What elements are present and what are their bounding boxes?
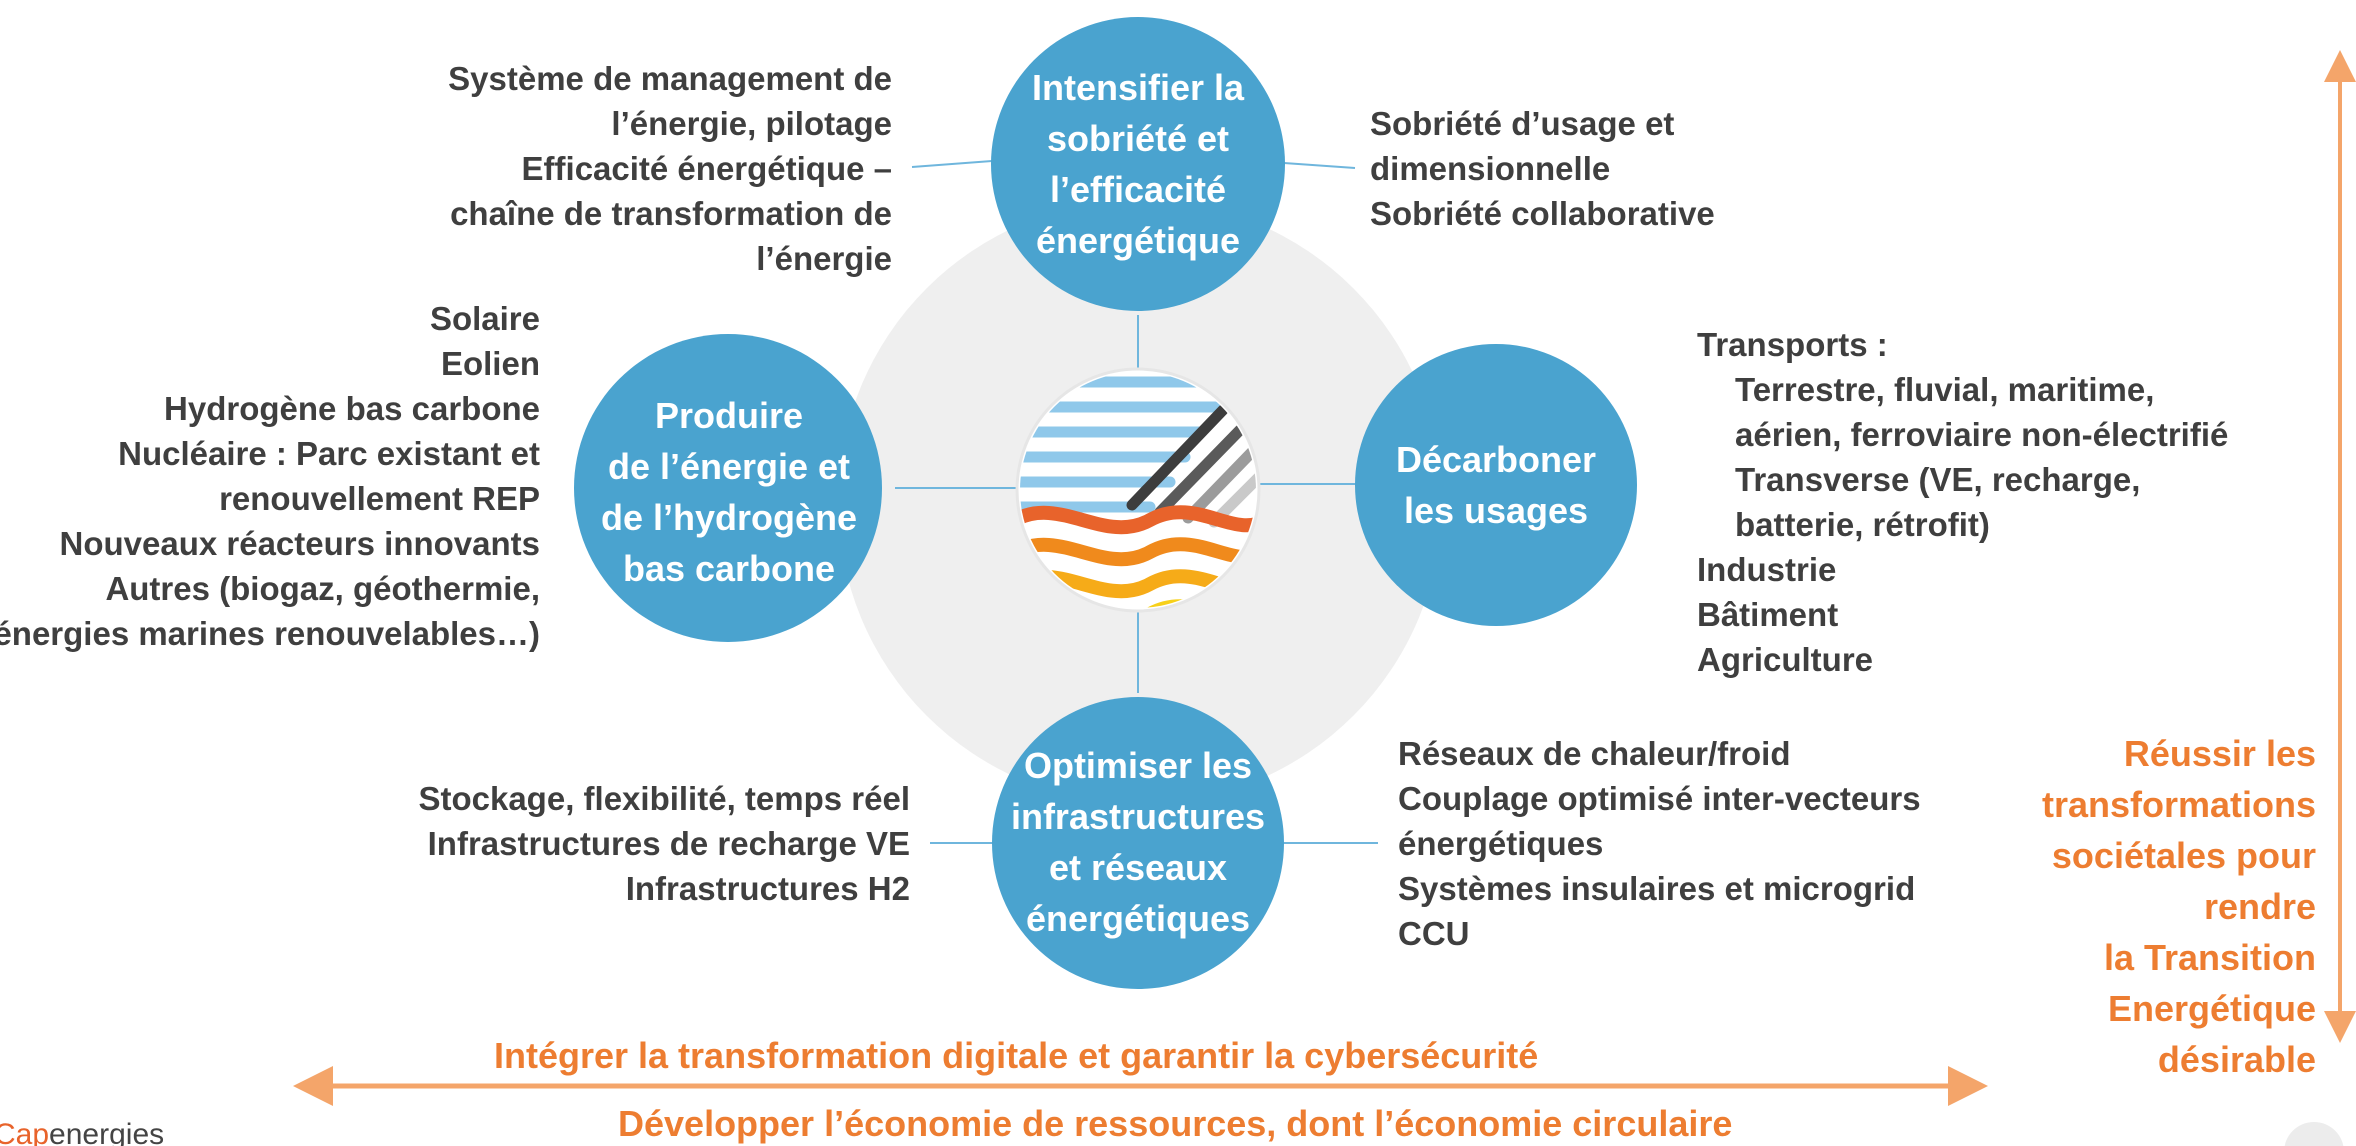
list-item: Autres (biogaz, géothermie, — [105, 570, 540, 607]
list-item: Sobriété collaborative — [1370, 195, 1715, 232]
items-bottom-left: Stockage, flexibilité, temps réel Infras… — [418, 776, 910, 911]
hub-bottom-line: Optimiser les — [1023, 745, 1253, 786]
hub-right-line: Décarboner — [1395, 439, 1597, 480]
list-item: Nouveaux réacteurs innovants — [59, 525, 541, 562]
goal-line: rendre — [2203, 886, 2316, 927]
list-item: Terrestre, fluvial, maritime, — [1735, 371, 2155, 408]
list-item: Industrie — [1697, 551, 1837, 588]
hub-left-circle — [574, 334, 882, 642]
list-item: Solaire — [429, 300, 540, 337]
goal-line: Réussir les — [2123, 733, 2316, 774]
capenergies-logo: Capenergies — [0, 1118, 164, 1146]
hub-right-line: les usages — [1403, 490, 1589, 531]
list-item: Bâtiment — [1697, 596, 1839, 633]
list-item: Stockage, flexibilité, temps réel — [418, 780, 910, 817]
connector-top-left-items — [911, 160, 993, 168]
hub-top-circle — [991, 17, 1285, 311]
list-item: Agriculture — [1697, 641, 1874, 678]
list-item: Réseaux de chaleur/froid — [1398, 735, 1791, 772]
goal-line: Energétique — [2107, 988, 2316, 1029]
goal-line: transformations — [2041, 784, 2316, 825]
hub-bottom-line: infrastructures — [1010, 796, 1266, 837]
hub-bottom-line: énergétiques — [1025, 898, 1251, 939]
list-item: Systèmes insulaires et microgrid — [1398, 870, 1916, 907]
list-item: CCU — [1398, 915, 1470, 952]
list-item: Infrastructures de recharge VE — [427, 825, 910, 862]
list-item: Couplage optimisé inter-vecteurs — [1398, 780, 1921, 817]
hub-top-line: sobriété et — [1046, 118, 1230, 159]
list-item: Infrastructures H2 — [625, 870, 910, 907]
items-bottom-right: Réseaux de chaleur/froid Couplage optimi… — [1398, 731, 1921, 956]
list-item: Efficacité énergétique – — [521, 150, 892, 187]
list-item: l’énergie — [756, 240, 892, 277]
items-top-left: Système de management de l’énergie, pilo… — [448, 56, 892, 281]
list-item: batterie, rétrofit) — [1735, 506, 1990, 543]
items-top-right: Sobriété d’usage et dimensionnelle Sobri… — [1370, 101, 1715, 236]
list-item: Eolien — [440, 345, 540, 382]
hub-top-label: Intensifier la sobriété et l’efficacité … — [998, 24, 1278, 304]
logo-energies: energies — [49, 1118, 165, 1146]
hub-left-line: de l’hydrogène — [600, 497, 858, 538]
list-item: Système de management de — [448, 60, 892, 97]
list-item: Sobriété d’usage et — [1370, 105, 1675, 142]
hub-right-label: Décarboner les usages — [1360, 400, 1632, 570]
hub-bottom-circle — [992, 697, 1284, 989]
list-item: Hydrogène bas carbone — [164, 390, 540, 427]
list-item: énergétiques — [1398, 825, 1604, 862]
hub-left-label: Produire de l’énergie et de l’hydrogène … — [584, 352, 874, 632]
connector-top-right-items — [1283, 162, 1356, 169]
hub-left-line: bas carbone — [622, 548, 836, 589]
transverse-circular-text: Développer l’économie de ressources, don… — [618, 1103, 1733, 1144]
list-item: Transverse (VE, recharge, — [1735, 461, 2141, 498]
hub-top-line: l’efficacité — [1049, 169, 1227, 210]
list-item: renouvellement REP — [219, 480, 540, 517]
transverse-digital-text: Intégrer la transformation digitale et g… — [494, 1035, 1539, 1076]
hub-bottom-line: et réseaux — [1048, 847, 1228, 888]
list-item: aérien, ferroviaire non-électrifié — [1735, 416, 2229, 453]
logo-cap: Cap — [0, 1118, 50, 1146]
items-right: Transports : Terrestre, fluvial, maritim… — [1697, 322, 2228, 682]
hub-top-line: énergétique — [1035, 220, 1241, 261]
list-item: chaîne de transformation de — [450, 195, 892, 232]
hub-right-circle — [1355, 344, 1637, 626]
list-item: l’énergie, pilotage — [611, 105, 892, 142]
list-item: énergies marines renouvelables…) — [0, 615, 540, 652]
hub-left-line: de l’énergie et — [607, 446, 851, 487]
goal-line: désirable — [2157, 1039, 2316, 1080]
hub-left-line: Produire — [654, 395, 804, 436]
goal-line: la Transition — [2103, 937, 2316, 978]
hub-bottom-label: Optimiser les infrastructures et réseaux… — [998, 702, 1278, 982]
goal-line: sociétales pour — [2051, 835, 2316, 876]
goal-text: Réussir les transformations sociétales p… — [2042, 728, 2316, 1085]
list-heading: Transports : — [1697, 326, 1888, 363]
hub-top-line: Intensifier la — [1031, 67, 1245, 108]
items-left: Solaire Eolien Hydrogène bas carbone Nuc… — [0, 296, 540, 656]
list-item: Nucléaire : Parc existant et — [118, 435, 540, 472]
list-item: dimensionnelle — [1370, 150, 1611, 187]
